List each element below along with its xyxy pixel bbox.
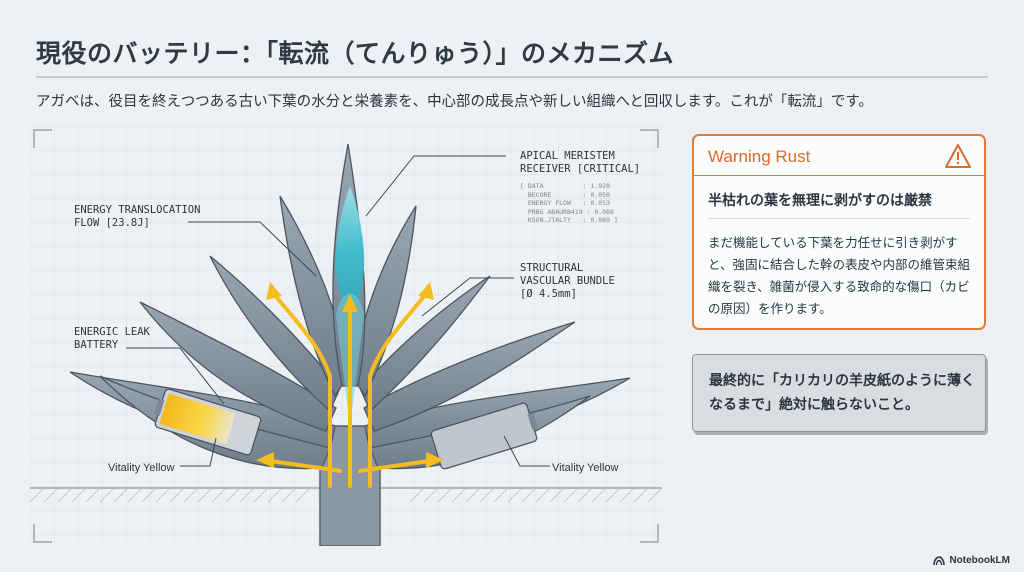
structural-bundle-label: STRUCTURAL VASCULAR BUNDLE [Ø 4.5mm] [520,262,615,300]
brand-name: NotebookLM [949,555,1010,566]
vitality-label-left: Vitality Yellow [108,462,175,474]
agave-illustration [30,126,662,546]
page-subtitle: アガベは、役目を終えつつある古い下葉の水分と栄養素を、中心部の成長点や新しい組織… [36,94,873,110]
apical-meristem-label: APICAL MERISTEM RECEIVER [CRITICAL] [520,150,641,175]
warning-header: Warning Rust [694,136,984,176]
warning-title: Warning Rust [708,147,811,166]
warning-body: まだ機能している下葉を力任せに引き剥がすと、強固に結合した幹の表皮や内部の維管束… [708,235,971,316]
arrow-heads [256,282,444,468]
notebooklm-logo-icon [933,555,946,565]
frame-corners [33,129,659,543]
energic-leak-label: ENERGIC LEAK BATTERY [74,326,150,351]
meristem-core [335,186,365,316]
brand-mark: NotebookLM [933,555,1010,566]
page-title: 現役のバッテリー：「転流（てんりゅう）」のメカニズム [36,39,675,68]
battery-right [430,402,538,470]
warning-triangle-icon [945,144,971,168]
title-divider [36,76,988,78]
warning-heading: 半枯れの葉を無理に剥がすのは厳禁 [708,193,932,209]
final-note-card: 最終的に「カリカリの羊皮紙のように薄くなるまで」絶対に触らないこと。 [692,354,986,432]
energy-translocation-label: ENERGY TRANSLOCATION FLOW [23.8J] [74,204,201,229]
battery-left [154,388,262,456]
warning-divider [708,218,970,219]
leader-lines [126,155,550,467]
agave-diagram: APICAL MERISTEM RECEIVER [CRITICAL] [ DA… [30,126,662,546]
apical-data-readout: [ DATA : 1.920 BECORE : 0.050 ENERGY FLO… [520,182,618,224]
warning-card: Warning Rust 半枯れの葉を無理に剥がすのは厳禁 まだ機能している下葉… [692,134,986,330]
final-note-text: 最終的に「カリカリの羊皮紙のように薄くなるまで」絶対に触らないこと。 [709,373,975,413]
vitality-label-right: Vitality Yellow [552,462,619,474]
